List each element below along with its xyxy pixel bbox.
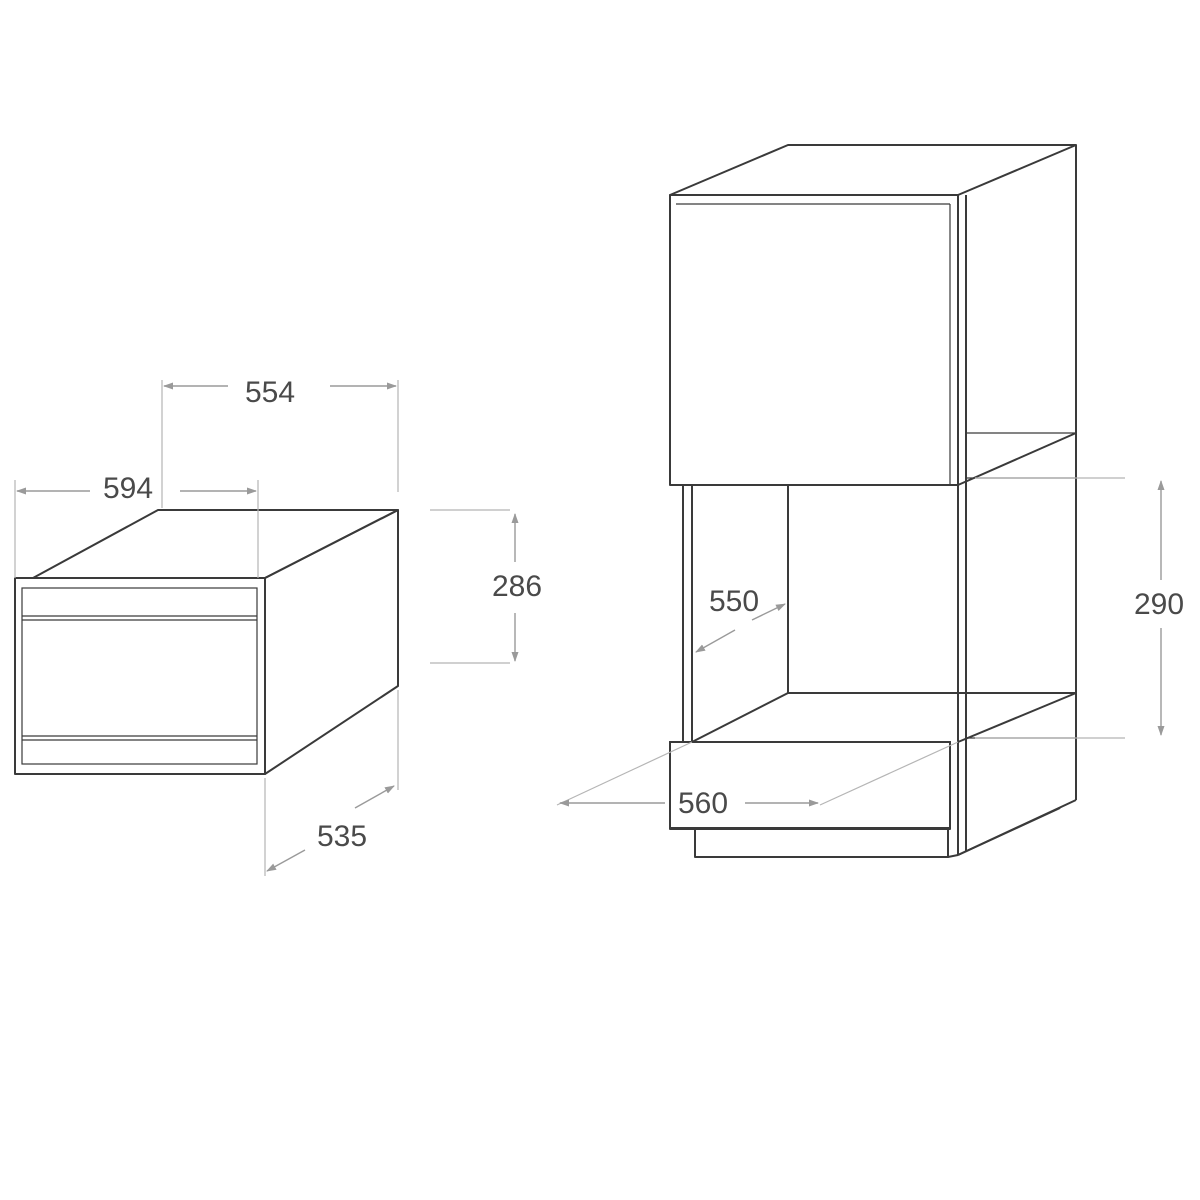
dimension-286: 286 (492, 513, 542, 662)
dimension-arrow-left (266, 849, 306, 872)
dimension-550-label: 550 (709, 585, 759, 618)
dimension-535-label: 535 (317, 820, 367, 853)
dimension-554: 554 (163, 376, 397, 409)
appliance-extension-lines (14, 380, 510, 876)
appliance-front-panel (21, 587, 258, 765)
bottom-door-full (669, 741, 951, 830)
appliance-box (14, 509, 399, 775)
dimension-535: 535 (266, 785, 395, 872)
dimension-290-label: 290 (1134, 588, 1184, 621)
dimension-290: 290 (1134, 480, 1184, 736)
dimension-554-label: 554 (245, 376, 295, 409)
dimension-550: 550 (695, 585, 786, 653)
cabinet-carcass (669, 144, 1077, 858)
cabinet-top-door (669, 194, 959, 486)
dimension-594: 594 (16, 472, 257, 505)
cabinet-extension-lines (556, 477, 1125, 806)
dimension-arrow-right (751, 603, 786, 621)
dimension-arrow-left (695, 629, 736, 653)
dimension-594-label: 594 (103, 472, 153, 505)
cabinet-drawing: 550 290 560 (556, 144, 1184, 858)
dimension-560-label: 560 (678, 787, 728, 820)
dimension-arrow-right (354, 785, 395, 809)
cabinet-niche (682, 432, 1077, 743)
dimension-286-label: 286 (492, 570, 542, 603)
appliance-drawing: 554 594 286 535 (14, 376, 542, 876)
dimension-560: 560 (559, 787, 819, 820)
